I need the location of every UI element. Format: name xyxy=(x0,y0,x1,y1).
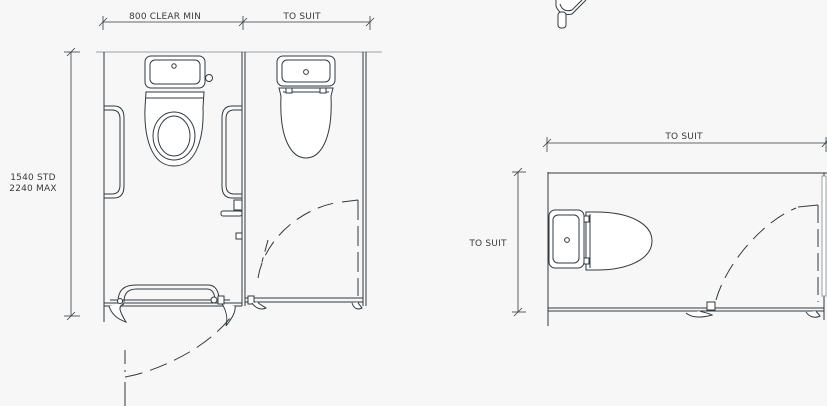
toilet-roll-holder xyxy=(235,232,243,240)
cistern-right xyxy=(548,209,585,269)
left-plan: 800 CLEAR MIN TO SUIT 1540 STD 2240 MAX xyxy=(9,12,382,406)
grab-rail-left xyxy=(104,105,125,199)
right-top-dimension xyxy=(542,137,827,152)
door-pull-rail xyxy=(117,284,220,303)
toilet-pan-right xyxy=(585,211,653,271)
right-door xyxy=(548,204,824,318)
dim-right-depth: TO SUIT xyxy=(468,239,507,249)
tap-fixture xyxy=(233,199,243,211)
dim-depth-std: 1540 STD xyxy=(10,173,56,183)
dim-cubicle-width: TO SUIT xyxy=(282,12,321,22)
dim-right-width: TO SUIT xyxy=(664,132,703,142)
cistern-standard xyxy=(276,55,336,87)
right-plan: TO SUIT TO SUIT xyxy=(468,132,827,326)
top-dimension xyxy=(98,16,375,30)
dim-depth-max: 2240 MAX xyxy=(9,184,56,194)
standard-door xyxy=(245,199,363,310)
right-left-dimension xyxy=(512,167,526,317)
dim-clear-width: 800 CLEAR MIN xyxy=(129,12,201,22)
partial-fixture xyxy=(555,0,587,29)
flush-button xyxy=(205,74,213,82)
cistern xyxy=(144,55,206,89)
grab-rail-side xyxy=(221,105,242,199)
accessible-door xyxy=(104,284,242,406)
toilet-pan-standard xyxy=(278,87,334,159)
left-dimension xyxy=(64,47,80,321)
